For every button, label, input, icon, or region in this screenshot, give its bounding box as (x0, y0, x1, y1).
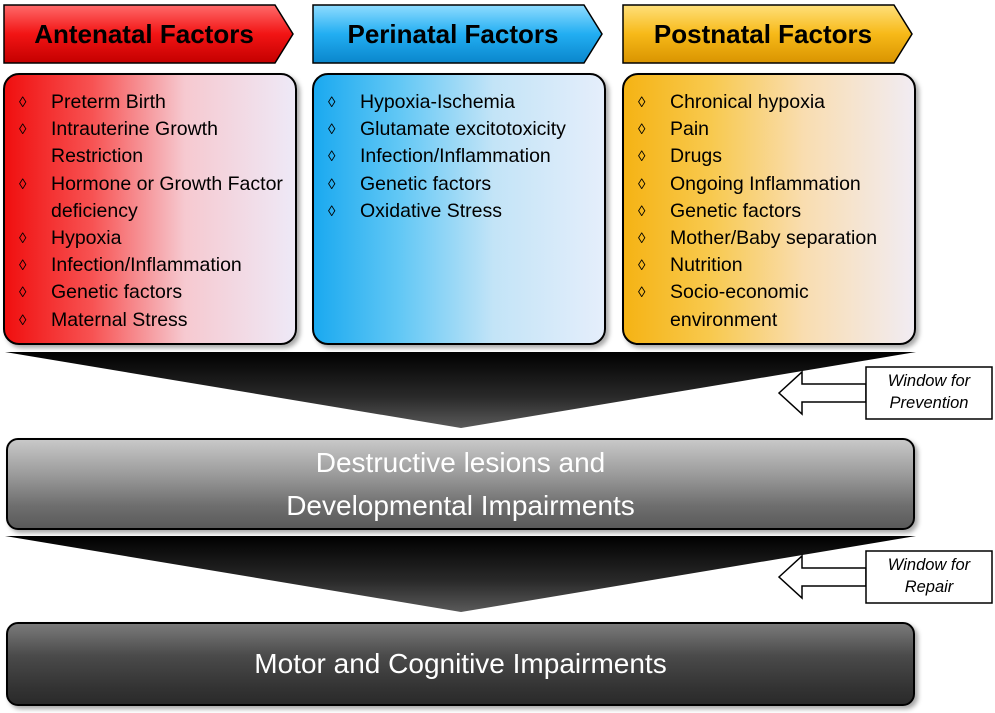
factor-item-label: Pain (670, 118, 710, 141)
diamond-bullet-icon: ◊ (328, 175, 336, 193)
perinatal-factor-list: ◊ Hypoxia-Ischemia ◊ Glutamate excitotoxici… (328, 89, 604, 225)
prevention-label: Window for Prevention (866, 366, 992, 418)
factor-item: ◊ Chronical hypoxia (638, 89, 914, 116)
factor-item-label: Oxidative Stress (360, 199, 502, 222)
diamond-bullet-icon: ◊ (638, 257, 646, 275)
factor-item-label: Infection/Inflammation (360, 145, 551, 168)
factor-item-label: Hormone or Growth Factor deficiency (51, 172, 283, 222)
factor-item-label: Preterm Birth (51, 91, 166, 113)
diamond-bullet-icon: ◊ (328, 121, 336, 139)
perinatal-header: Perinatal Factors (312, 4, 604, 64)
factor-item: ◊ Genetic factors (19, 279, 295, 306)
factor-item: ◊ Genetic factors (328, 171, 604, 198)
factor-item: ◊ Maternal Stress (19, 307, 295, 334)
diamond-bullet-icon: ◊ (19, 121, 27, 139)
motor-cognitive-impairments-bar: Motor and Cognitive Impairments (6, 622, 915, 706)
factor-item-label: Infection/Inflammation (51, 254, 242, 277)
factor-item: ◊ Infection/Inflammation (328, 143, 604, 170)
diamond-bullet-icon: ◊ (638, 148, 646, 166)
repair-label-line1: Window for (887, 556, 971, 574)
factor-item: ◊ Nutrition (638, 252, 914, 279)
window-for-repair: Window for Repair (778, 550, 994, 604)
antenatal-factor-list: ◊ Preterm Birth ◊ Intrauterine Growth Restr… (19, 89, 295, 334)
factor-item: ◊ Drugs (638, 143, 914, 170)
factor-item-label: Hypoxia (51, 227, 122, 250)
diamond-bullet-icon: ◊ (19, 175, 27, 193)
factor-item: ◊ Mother/Baby separation (638, 225, 914, 252)
diamond-bullet-icon: ◊ (638, 202, 646, 220)
factor-item-label: Chronical hypoxia (670, 91, 826, 113)
postnatal-chevron (622, 4, 913, 64)
factor-item: ◊ Glutamate excitotoxicity (328, 116, 604, 143)
prevention-label-line2: Prevention (889, 394, 969, 412)
postnatal-factors-box: ◊ Chronical hypoxia ◊ Pain ◊ Drugs ◊ Ongoing In… (622, 73, 916, 345)
funnel-arrow-prevention (5, 352, 916, 428)
repair-label-line2: Repair (904, 578, 954, 596)
factor-item-label: Mother/Baby separation (670, 227, 878, 250)
factor-item-label: Nutrition (670, 254, 743, 277)
diamond-bullet-icon: ◊ (638, 94, 646, 111)
antenatal-title: Antenatal Factors (34, 18, 254, 49)
diamond-bullet-icon: ◊ (638, 175, 646, 193)
postnatal-factor-list: ◊ Chronical hypoxia ◊ Pain ◊ Drugs ◊ Ongoing In… (638, 89, 914, 334)
perinatal-title: Perinatal Factors (347, 18, 559, 49)
factor-item: ◊ Oxidative Stress (328, 198, 604, 225)
outcome-label: Motor and Cognitive Impairments (254, 648, 667, 679)
factor-item: ◊ Socio-economic environment (638, 279, 914, 333)
perinatal-factors-box: ◊ Hypoxia-Ischemia ◊ Glutamate excitotoxici… (312, 73, 606, 345)
factor-item-label: Maternal Stress (51, 308, 188, 331)
repair-label: Window for Repair (866, 550, 992, 602)
lesions-line2: Developmental Impairments (286, 490, 635, 521)
factor-item: ◊ Pain (638, 116, 914, 143)
factor-item-label: Hypoxia-Ischemia (360, 91, 515, 113)
diamond-bullet-icon: ◊ (328, 148, 336, 166)
factor-item-label: Drugs (670, 145, 723, 168)
antenatal-chevron (3, 4, 294, 64)
diamond-bullet-icon: ◊ (19, 94, 27, 111)
factor-item-label: Socio-economic environment (670, 281, 809, 331)
left-arrow-icon (778, 550, 993, 604)
postnatal-header: Postnatal Factors (622, 4, 914, 64)
diamond-bullet-icon: ◊ (638, 230, 646, 248)
factor-item-label: Intrauterine Growth Restriction (51, 118, 218, 168)
prevention-label-line1: Window for (887, 372, 971, 390)
diamond-bullet-icon: ◊ (328, 94, 336, 111)
diamond-bullet-icon: ◊ (19, 257, 27, 275)
perinatal-chevron (312, 4, 603, 64)
antenatal-factors-box: ◊ Preterm Birth ◊ Intrauterine Growth Restr… (3, 73, 297, 345)
factor-item-label: Genetic factors (51, 281, 183, 304)
postnatal-title: Postnatal Factors (653, 18, 873, 49)
factor-item: ◊ Intrauterine Growth Restriction (19, 116, 295, 170)
factor-item: ◊ Ongoing Inflammation (638, 171, 914, 198)
factor-item: ◊ Hypoxia-Ischemia (328, 89, 604, 116)
diamond-bullet-icon: ◊ (19, 230, 27, 248)
factor-item: ◊ Infection/Inflammation (19, 252, 295, 279)
factor-item: ◊ Hypoxia (19, 225, 295, 252)
destructive-lesions-bar: Destructive lesions and Developmental Im… (6, 438, 915, 530)
lesions-line1: Destructive lesions and (315, 447, 606, 478)
diamond-bullet-icon: ◊ (19, 284, 27, 302)
window-for-prevention: Window for Prevention (778, 366, 994, 420)
factor-item-label: Genetic factors (670, 199, 802, 222)
factor-item: ◊ Genetic factors (638, 198, 914, 225)
diamond-bullet-icon: ◊ (328, 202, 336, 220)
diamond-bullet-icon: ◊ (638, 121, 646, 139)
left-arrow-icon (778, 366, 993, 420)
antenatal-header: Antenatal Factors (3, 4, 295, 64)
factor-item: ◊ Preterm Birth (19, 89, 295, 116)
funnel-arrow-repair (5, 536, 916, 612)
factor-item: ◊ Hormone or Growth Factor deficiency (19, 171, 295, 225)
diamond-bullet-icon: ◊ (19, 311, 27, 329)
diamond-bullet-icon: ◊ (638, 284, 646, 302)
factor-item-label: Glutamate excitotoxicity (360, 118, 566, 141)
factor-item-label: Genetic factors (360, 172, 492, 195)
factor-item-label: Ongoing Inflammation (670, 172, 861, 195)
